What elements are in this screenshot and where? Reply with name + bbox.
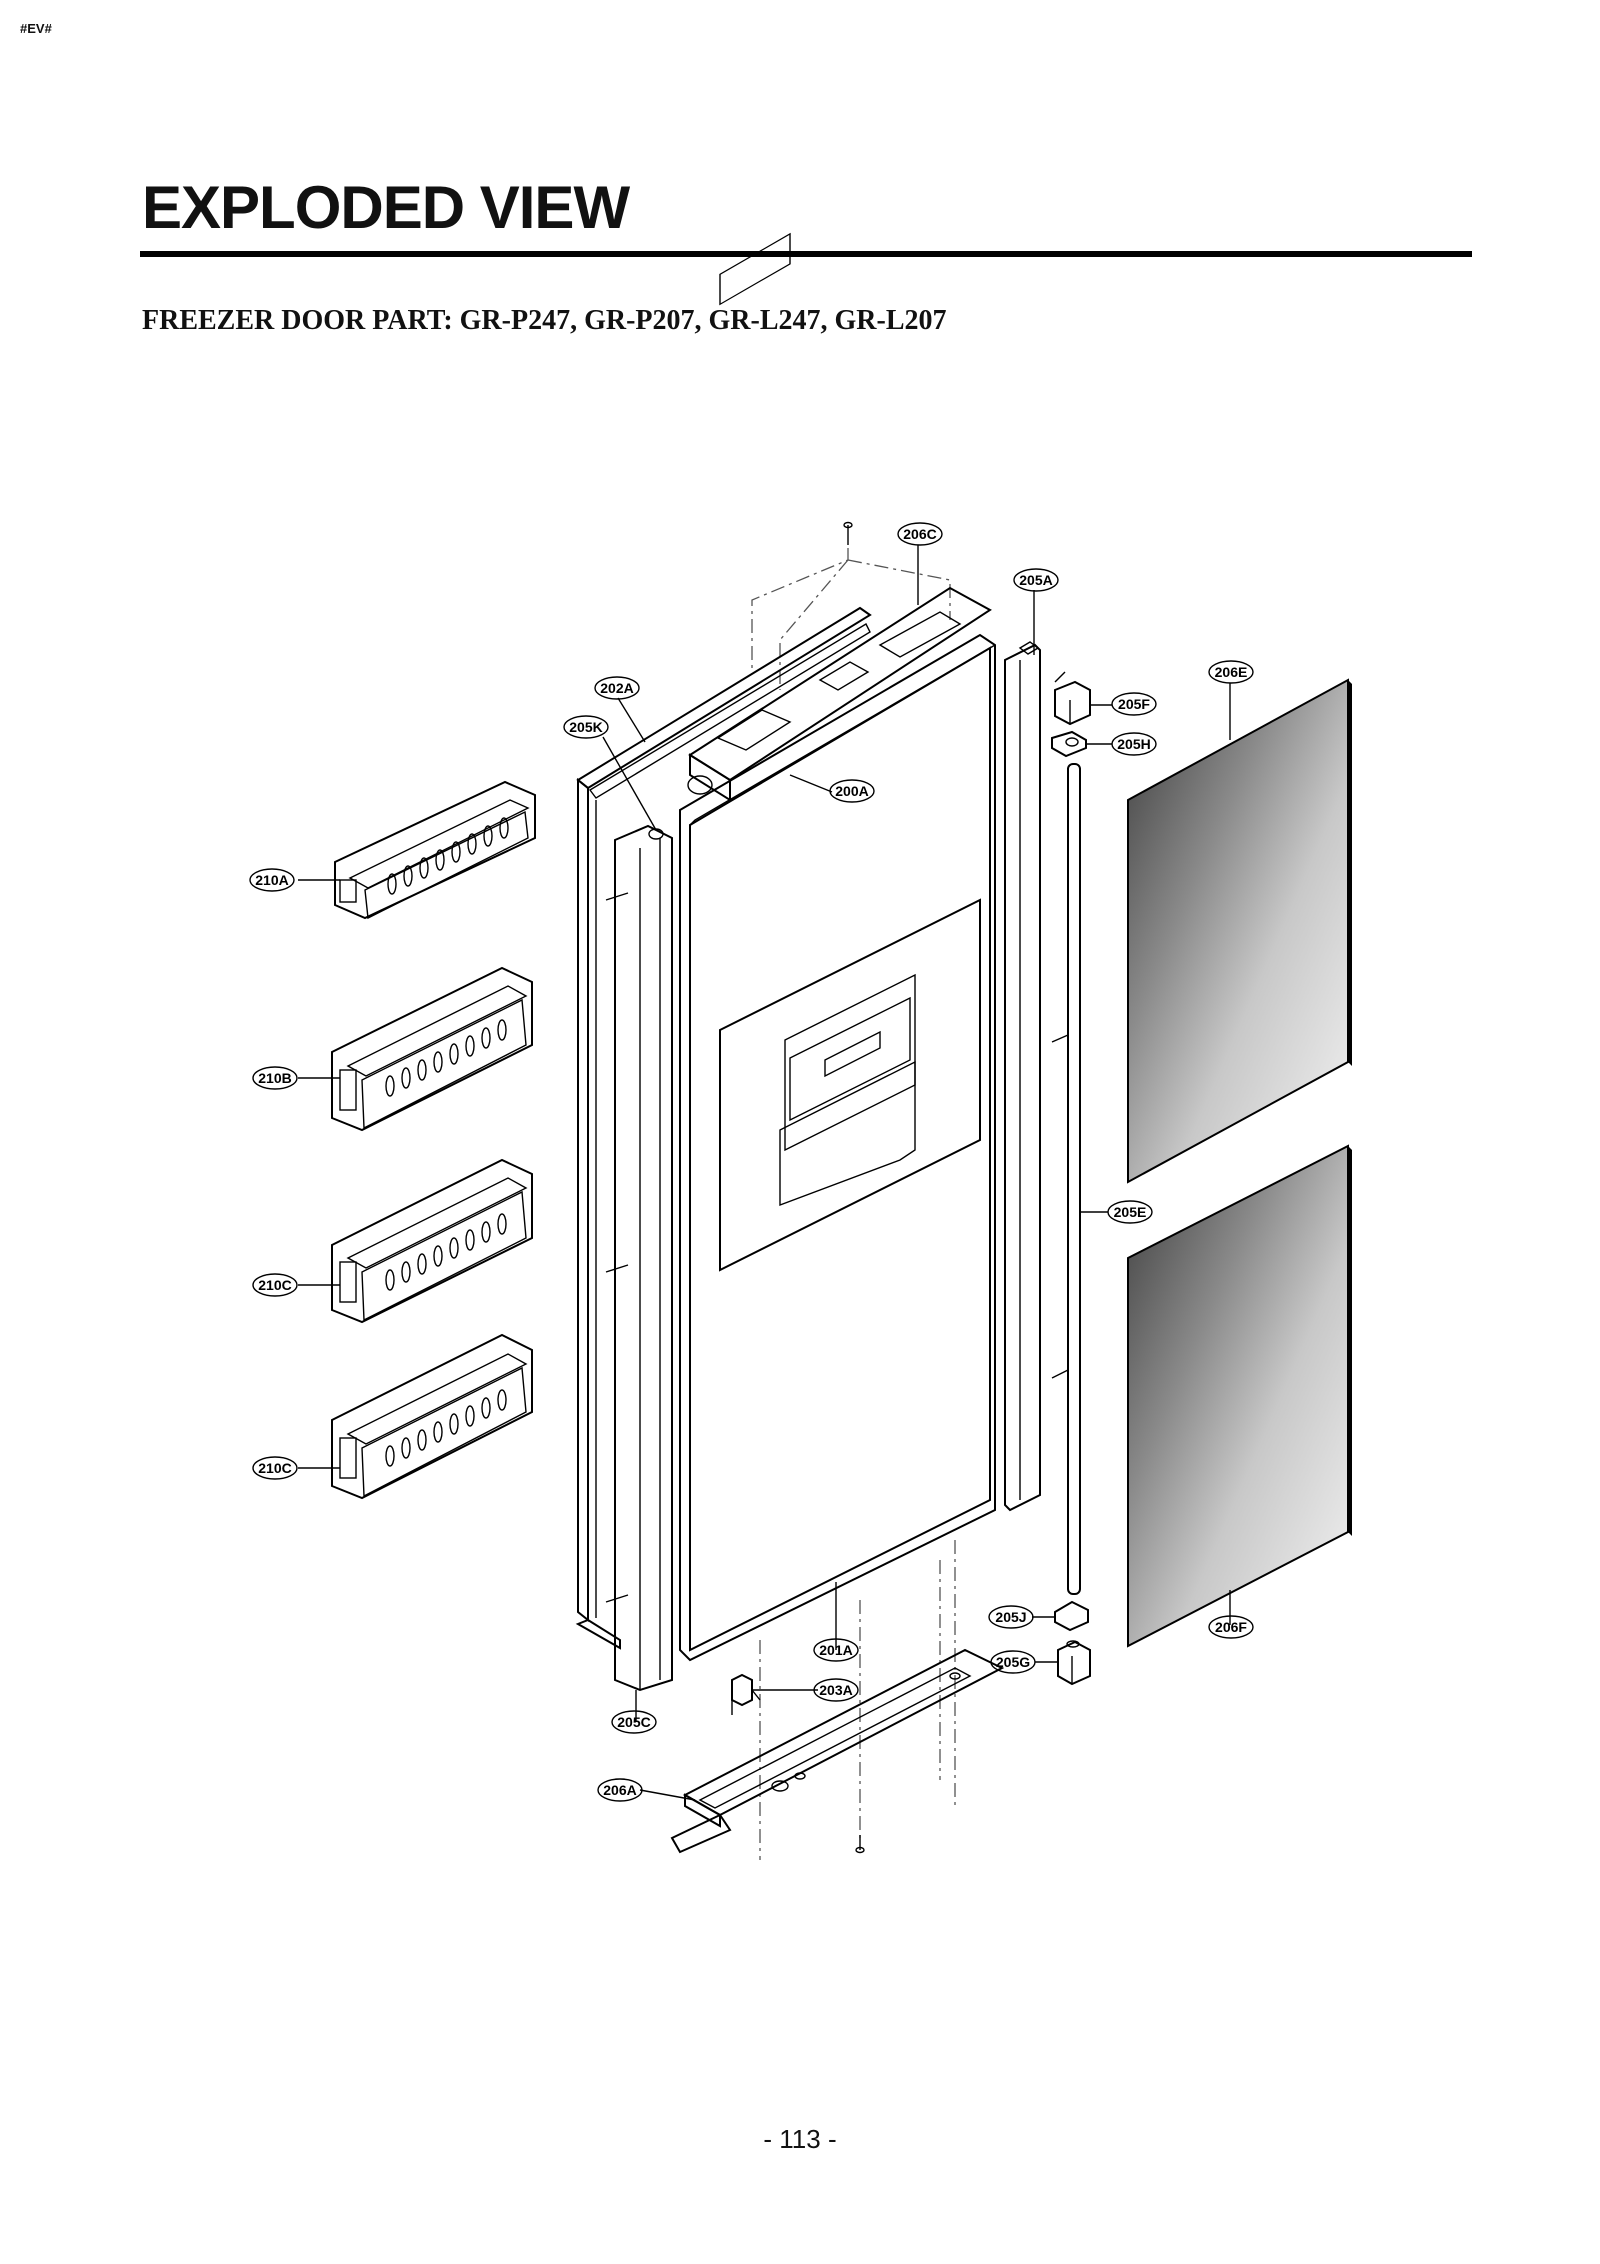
callout-205h-label: 205H: [1117, 736, 1150, 752]
callout-202a-label: 202A: [600, 680, 633, 696]
document-code: #EV#: [20, 21, 52, 36]
lower-hinge-pin: [731, 1673, 761, 1715]
callout-205c-label: 205C: [617, 1714, 650, 1730]
callout-201a: 201A: [813, 1638, 859, 1662]
page-number: - 113 -: [763, 2124, 837, 2154]
glass-panel-lower: [1127, 1144, 1352, 1648]
callout-205f-label: 205F: [1118, 696, 1150, 712]
callout-210b-label: 210B: [258, 1070, 291, 1086]
callout-205j-label: 205J: [995, 1609, 1026, 1625]
lower-hinge-cap: [1054, 1600, 1089, 1632]
callout-205f: 205F: [1111, 692, 1157, 716]
callout-205k-label: 205K: [569, 719, 602, 735]
side-screws-right: [1051, 1034, 1069, 1379]
top-screw: [843, 521, 853, 545]
callout-210b: 210B: [252, 1066, 298, 1090]
callout-205h: 205H: [1111, 732, 1157, 756]
door-bin-210c-2: [331, 1333, 533, 1500]
glass-panel-upper: [1127, 678, 1352, 1184]
upper-hinge-cover: [1054, 671, 1091, 726]
title-rule: [140, 251, 1472, 257]
callout-206f-label: 206F: [1215, 1619, 1247, 1635]
callout-205c: 205C: [611, 1710, 657, 1734]
callout-206f: 206F: [1208, 1615, 1254, 1639]
callout-206e: 206E: [1208, 660, 1254, 684]
door-bin-210b: [331, 966, 533, 1132]
side-screws-left: [605, 892, 629, 1603]
callout-210a: 210A: [249, 868, 295, 892]
callout-205g-label: 205G: [996, 1654, 1030, 1670]
callout-205a-label: 205A: [1019, 572, 1052, 588]
top-cap-decoration: [687, 232, 992, 802]
callout-200a-label: 200A: [835, 783, 868, 799]
section-subtitle: FREEZER DOOR PART: GR-P247, GR-P207, GR-…: [142, 305, 947, 336]
callout-210c-1-label: 210C: [258, 1277, 291, 1293]
callout-205g: 205G: [990, 1650, 1036, 1674]
callout-210c-2: 210C: [252, 1456, 298, 1480]
page-title: EXPLODED VIEW: [142, 174, 630, 241]
callout-205a: 205A: [1013, 568, 1059, 592]
callout-205e-label: 205E: [1114, 1204, 1147, 1220]
bottom-screw: [855, 1835, 865, 1854]
callout-210c-2-label: 210C: [258, 1460, 291, 1476]
callout-200a: 200A: [829, 779, 875, 803]
door-bin-210a: [334, 780, 536, 920]
callout-203a-label: 203A: [819, 1682, 852, 1698]
callout-202a: 202A: [594, 676, 640, 700]
door-panel: [679, 633, 996, 1662]
callout-206a-label: 206A: [603, 1782, 636, 1798]
callout-206c-label: 206C: [903, 526, 936, 542]
callout-210a-label: 210A: [255, 872, 288, 888]
callout-205j: 205J: [988, 1605, 1034, 1629]
left-side-trim: [614, 824, 673, 1692]
right-side-trim: [1004, 641, 1041, 1512]
leader-lines: [298, 545, 1231, 1801]
callout-201a-label: 201A: [819, 1642, 852, 1658]
door-bin-210c-1: [331, 1158, 533, 1324]
callout-206a: 206A: [597, 1778, 643, 1802]
bottom-cap-decoration: [670, 1648, 1005, 1854]
callout-206e-label: 206E: [1215, 664, 1248, 680]
handle-rod: [1067, 763, 1081, 1595]
callout-205e: 205E: [1107, 1200, 1153, 1224]
upper-hinge-bushing: [1051, 730, 1087, 758]
callout-206c: 206C: [897, 522, 943, 546]
lower-hinge-bracket: [1057, 1640, 1091, 1686]
callout-210c-1: 210C: [252, 1273, 298, 1297]
callout-205k: 205K: [563, 715, 609, 739]
door-gasket: [575, 606, 872, 1650]
callout-203a: 203A: [813, 1678, 859, 1702]
